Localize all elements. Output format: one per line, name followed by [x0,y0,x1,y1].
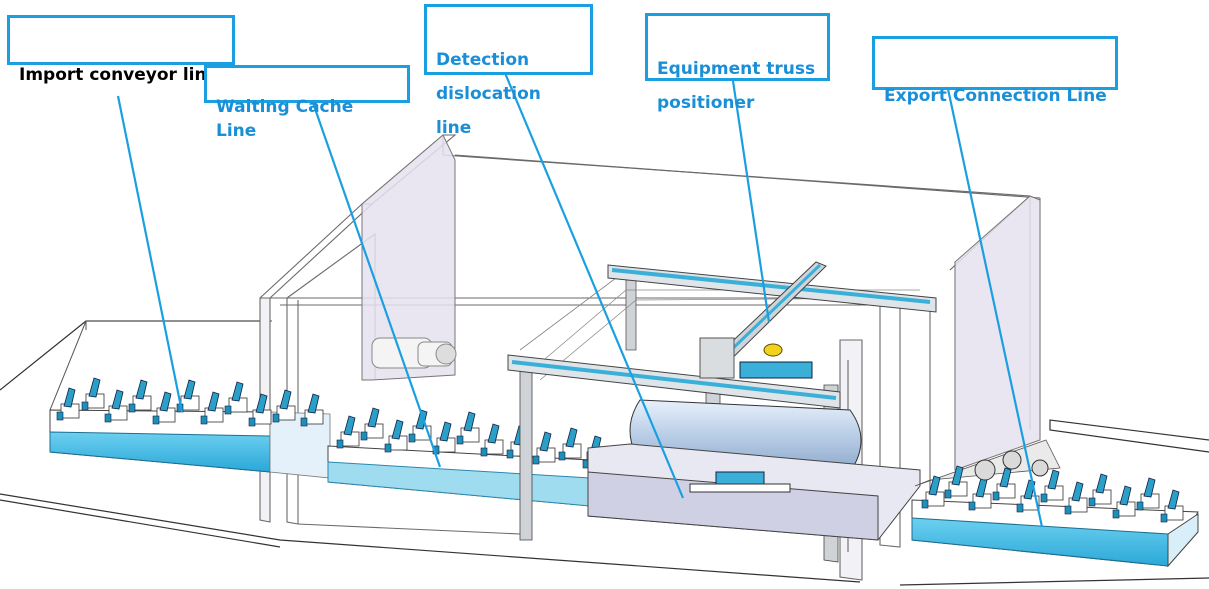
label-import-conveyor-line: Import conveyor line [7,15,235,85]
label-detection-text: Detection dislocation line [436,50,541,138]
leader-truss [731,80,771,323]
truss-positioner [507,261,937,563]
label-waiting-text: Waiting Cache Line [216,97,354,141]
label-export-text: Export Connection Line [884,86,1107,106]
import-line-base [49,320,272,411]
leader-waiting [310,99,442,468]
label-export-connection-line: Export Connection Line [872,36,1118,106]
leader-lines [116,72,1044,528]
tank-and-detection-tray [587,399,921,541]
label-import-text: Import conveyor line [19,65,219,85]
import-conveyor [49,377,331,479]
label-equipment-truss-positioner: Equipment truss positioner [645,13,830,113]
export-conveyor [911,439,1199,568]
label-truss-text: Equipment truss positioner [657,59,816,113]
label-detection-dislocation-line: Detection dislocation line [424,4,593,138]
label-waiting-cache-line: Waiting Cache Line [204,65,410,141]
waiting-cache-conveyor [327,407,606,507]
leader-detection [503,72,685,499]
leader-export [946,88,1044,528]
side-panels [361,134,1041,471]
leader-import [116,95,184,413]
export-machine [974,450,1049,481]
background-machine [371,337,457,369]
